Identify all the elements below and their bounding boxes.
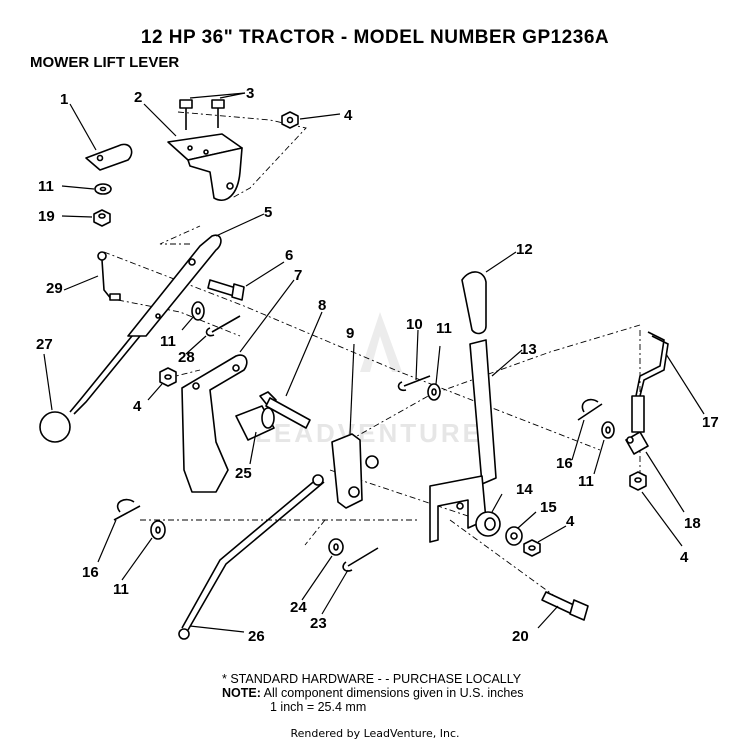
part-8-bolt bbox=[259, 391, 311, 429]
part-26-rod bbox=[178, 474, 325, 640]
watermark-logo bbox=[360, 312, 402, 372]
callout-4-right: 4 bbox=[566, 513, 575, 530]
part-29-link bbox=[97, 251, 121, 301]
footer-credit: Rendered by LeadVenture, Inc. bbox=[290, 727, 460, 740]
callout-24: 24 bbox=[290, 599, 307, 616]
callout-23: 23 bbox=[310, 615, 327, 632]
section-subtitle: MOWER LIFT LEVER bbox=[30, 54, 180, 71]
callout-11-right: 11 bbox=[578, 473, 594, 490]
callout-7: 7 bbox=[294, 267, 302, 284]
part-28-pin bbox=[205, 315, 241, 337]
part-2-bracket bbox=[167, 133, 243, 201]
part-12-grip bbox=[461, 271, 487, 335]
note-standard-hardware: * STANDARD HARDWARE - - PURCHASE LOCALLY bbox=[222, 672, 522, 686]
callout-29: 29 bbox=[46, 280, 63, 297]
callout-19: 19 bbox=[38, 208, 55, 225]
callout-20: 20 bbox=[512, 628, 529, 645]
part-11-washer-left bbox=[150, 520, 166, 540]
note-label: NOTE: bbox=[222, 686, 261, 700]
part-23-pin bbox=[342, 547, 379, 572]
callout-2: 2 bbox=[134, 89, 142, 106]
callout-16-left: 16 bbox=[82, 564, 99, 581]
callout-17: 17 bbox=[702, 414, 719, 431]
part-18-ferrule bbox=[625, 431, 649, 455]
part-3-bolts bbox=[179, 99, 225, 130]
callout-1: 1 bbox=[60, 91, 68, 108]
part-13-shift-lever bbox=[429, 339, 497, 543]
callout-14: 14 bbox=[516, 481, 533, 498]
callout-16-right: 16 bbox=[556, 455, 573, 472]
part-4-nut-lower-right bbox=[629, 471, 647, 491]
part-10-pin bbox=[397, 375, 431, 392]
callout-11-top: 11 bbox=[38, 178, 54, 195]
note-conversion: 1 inch = 25.4 mm bbox=[270, 700, 367, 714]
part-1-clip bbox=[85, 143, 133, 171]
callout-11-10: 11 bbox=[436, 320, 452, 337]
part-27-knob bbox=[39, 411, 71, 443]
part-25-spacer bbox=[235, 405, 275, 441]
part-9-bracket bbox=[331, 433, 379, 509]
callout-5: 5 bbox=[264, 204, 272, 221]
callout-11-mid: 11 bbox=[160, 333, 176, 350]
note-dimensions: NOTE: All component dimensions given in … bbox=[222, 686, 524, 700]
callout-11-left: 11 bbox=[113, 581, 129, 598]
part-24-washer bbox=[328, 538, 344, 556]
callout-26: 26 bbox=[248, 628, 265, 645]
callout-10: 10 bbox=[406, 316, 423, 333]
part-17-rod bbox=[631, 331, 669, 433]
hardware-note: * STANDARD HARDWARE - - PURCHASE LOCALLY… bbox=[222, 672, 524, 714]
callout-27: 27 bbox=[36, 336, 53, 353]
part-4-nut-left bbox=[159, 367, 177, 387]
callout-6: 6 bbox=[285, 247, 293, 264]
page-title: 12 HP 36" TRACTOR - MODEL NUMBER GP1236A bbox=[140, 27, 610, 48]
part-15-washer bbox=[505, 526, 523, 546]
part-4-nut-top bbox=[281, 111, 299, 129]
callout-15: 15 bbox=[540, 499, 557, 516]
leader-lines bbox=[43, 92, 705, 633]
callout-9: 9 bbox=[346, 325, 354, 342]
callout-numbers: 1 2 3 4 11 19 5 6 29 7 11 28 27 4 8 9 10… bbox=[36, 85, 719, 645]
part-16-pin-left bbox=[113, 498, 141, 521]
part-11-washer-mid bbox=[191, 301, 205, 321]
callout-25: 25 bbox=[235, 465, 252, 482]
note-dimensions-text: All component dimensions given in U.S. i… bbox=[260, 686, 524, 700]
part-5-lever-arm bbox=[69, 234, 222, 415]
callout-13: 13 bbox=[520, 341, 537, 358]
callout-12: 12 bbox=[516, 241, 533, 258]
part-19-nut bbox=[93, 209, 111, 227]
part-16-pin-right bbox=[577, 398, 603, 421]
callout-4-left: 4 bbox=[133, 398, 142, 415]
part-20-bolt bbox=[541, 591, 589, 621]
callout-4-lower-right: 4 bbox=[680, 549, 689, 566]
part-11-washer-10 bbox=[427, 383, 441, 401]
callout-8: 8 bbox=[318, 297, 326, 314]
callout-18: 18 bbox=[684, 515, 701, 532]
callout-3: 3 bbox=[246, 85, 254, 102]
watermark-text: LEADVENTURE bbox=[255, 418, 483, 448]
part-14-bushing bbox=[475, 511, 501, 537]
callout-4-top: 4 bbox=[344, 107, 353, 124]
part-4-nut-right bbox=[523, 539, 541, 557]
callout-28: 28 bbox=[178, 349, 195, 366]
part-11-washer-right bbox=[601, 421, 615, 439]
part-6-bolt bbox=[207, 279, 245, 301]
part-7-plate bbox=[181, 354, 248, 493]
part-11-washer-top bbox=[94, 183, 112, 195]
